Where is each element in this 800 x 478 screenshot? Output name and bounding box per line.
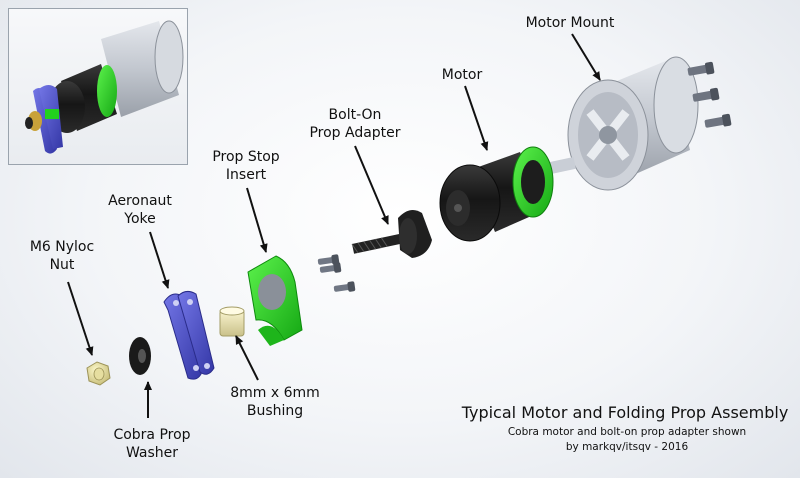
bushing (219, 306, 245, 337)
bolt-on-prop-adapter (351, 209, 432, 258)
label-motor-mount: Motor Mount (525, 15, 615, 31)
motor (439, 146, 576, 242)
label-cobra-prop-washer: Cobra Prop Washer (113, 426, 190, 462)
inset-motor-mount (101, 20, 184, 117)
label-motor: Motor (441, 67, 483, 83)
label-washer-line2: Washer (125, 445, 179, 461)
inset-motor (49, 64, 117, 133)
diagram-credit: by markqv/itsqv - 2016 (565, 441, 689, 453)
label-bolt-on-line1: Bolt-On (328, 107, 382, 123)
cobra-prop-washer (129, 337, 151, 375)
label-aeronaut-yoke: Aeronaut Yoke (108, 192, 172, 228)
prop-stop-insert (247, 255, 303, 346)
label-washer-line1: Cobra Prop (113, 427, 191, 443)
label-prop-stop-line1: Prop Stop (212, 149, 280, 165)
label-aeronaut-line1: Aeronaut (108, 193, 172, 209)
adapter-screws (317, 254, 356, 292)
label-prop-stop-line2: Insert (225, 167, 267, 183)
aeronaut-yoke (163, 290, 215, 380)
diagram-title: Typical Motor and Folding Prop Assembly (461, 403, 789, 422)
diagram-subtitle: Cobra motor and bolt-on prop adapter sho… (507, 426, 747, 438)
label-bolt-on-line2: Prop Adapter (309, 125, 401, 141)
label-bushing-line1: 8mm x 6mm (230, 385, 320, 401)
label-bushing-line2: Bushing (246, 403, 304, 419)
assembled-view-inset (8, 8, 188, 165)
motor-mount (567, 56, 699, 191)
label-nut-line2: Nut (49, 257, 75, 273)
leader-arrows (67, 33, 601, 418)
label-aeronaut-line2: Yoke (124, 211, 156, 227)
mount-screws (687, 61, 732, 128)
label-m6-nyloc-nut: M6 Nyloc Nut (30, 238, 94, 274)
label-nut-line1: M6 Nyloc (29, 239, 95, 255)
inset-spinner (25, 109, 59, 131)
label-bushing: 8mm x 6mm Bushing (230, 384, 320, 420)
label-bolt-on-prop-adapter: Bolt-On Prop Adapter (309, 106, 400, 142)
label-prop-stop-insert: Prop Stop Insert (212, 148, 279, 184)
m6-nyloc-nut (86, 361, 111, 386)
